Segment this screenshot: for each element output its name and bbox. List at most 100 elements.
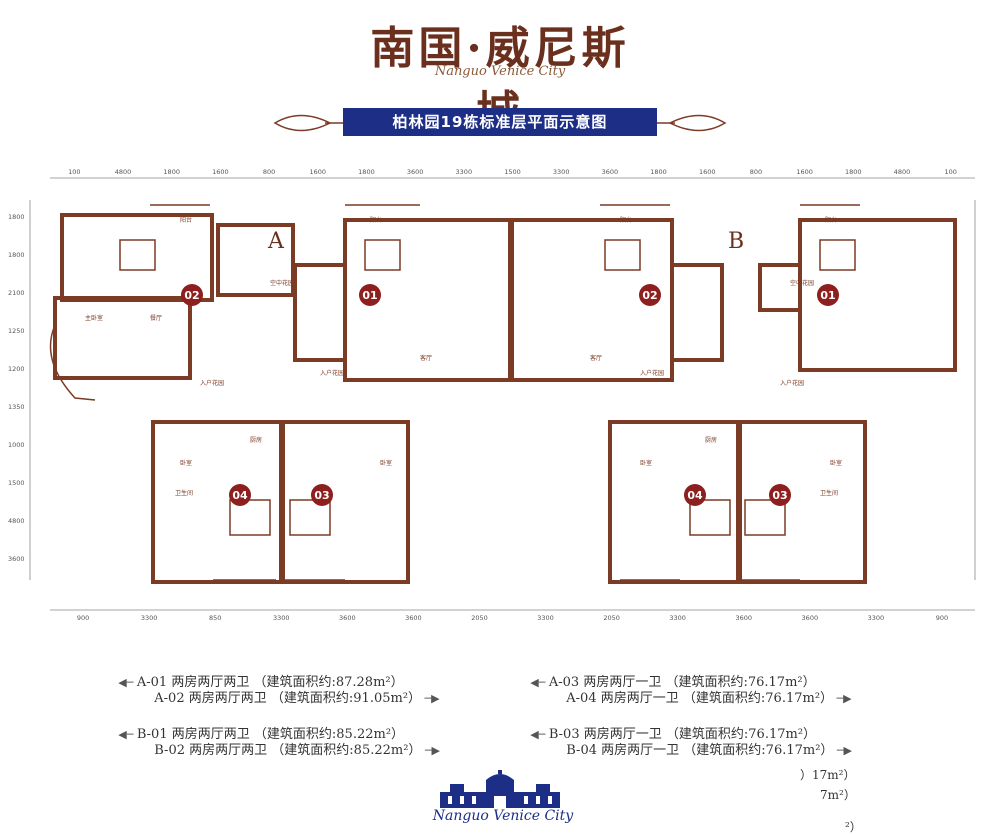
top-dim-label: 1800 (845, 168, 862, 176)
bottom-dim-label: 3300 (141, 614, 158, 620)
legend-b04: B-04 两房两厅一卫 （建筑面积约:76.17m²） ─▶ (566, 743, 853, 758)
top-dim-label: 1800 (163, 168, 180, 176)
svg-text:入户花园: 入户花园 (320, 369, 344, 377)
banner-title: 柏林园19栋标准层平面示意图 (343, 108, 657, 136)
stair-a (293, 263, 347, 362)
top-dim-label: 800 (263, 168, 275, 176)
left-dim-label: 4800 (8, 517, 25, 525)
left-dim-label: 1800 (8, 213, 25, 221)
legend-b03: ◀─ B-03 两房两厅一卫 （建筑面积约:76.17m²） (530, 727, 817, 742)
banner-ornament (273, 114, 727, 132)
bottom-dim-label: 3300 (537, 614, 554, 620)
core-a (216, 223, 295, 297)
unit-a04 (151, 420, 283, 584)
svg-text:入户花园: 入户花园 (640, 369, 664, 377)
legend-a02: A-02 两房两厅两卫 （建筑面积约:91.05m²） ─▶ (154, 691, 440, 706)
bottom-dim-label: 3300 (868, 614, 885, 620)
bottom-dim-label: 3600 (405, 614, 422, 620)
badge-b03: 03 (772, 489, 787, 502)
left-dim-label: 2100 (8, 289, 25, 297)
top-dim-label: 100 (944, 168, 956, 176)
badge-a02: 02 (184, 289, 199, 302)
bay-window-a (49, 324, 96, 401)
badge-b02: 02 (642, 289, 657, 302)
partial-text-1: ）17m²） (800, 768, 856, 782)
svg-text:卧室: 卧室 (180, 459, 192, 467)
unit-a02-bottom (53, 296, 192, 380)
left-dim-label: 1250 (8, 327, 25, 335)
svg-text:阳台: 阳台 (180, 216, 192, 224)
top-dim-label: 1600 (699, 168, 716, 176)
top-dim-label: 1600 (212, 168, 229, 176)
castle-logo (440, 770, 560, 808)
bottom-dim-label: 3300 (669, 614, 686, 620)
logo-subtitle: Nanguo Venice City (434, 64, 566, 79)
bottom-dim-label: 3600 (735, 614, 752, 620)
legend-b01: ◀─ B-01 两房两厅两卫 （建筑面积约:85.22m²） (118, 727, 405, 742)
badge-a04: 04 (232, 489, 248, 502)
top-dim-label: 4800 (115, 168, 132, 176)
left-dim-label: 1200 (8, 365, 25, 373)
svg-text:主卧室: 主卧室 (85, 314, 103, 322)
top-dim-label: 3600 (602, 168, 619, 176)
svg-text:卫生间: 卫生间 (175, 489, 193, 497)
top-dim-label: 800 (750, 168, 762, 176)
left-dim-label: 1800 (8, 251, 25, 259)
svg-text:卧室: 卧室 (640, 459, 652, 467)
unit-b01 (798, 218, 957, 372)
svg-text:阳台: 阳台 (370, 216, 382, 224)
svg-text:卫生间: 卫生间 (820, 489, 838, 497)
unit-b04 (608, 420, 740, 584)
unit-b03 (738, 420, 867, 584)
bottom-dim-label: 900 (77, 614, 89, 620)
svg-text:餐厅: 餐厅 (150, 314, 162, 322)
unit-a03 (281, 420, 410, 584)
top-dim-label: 100 (68, 168, 80, 176)
left-dim-label: 3600 (8, 555, 25, 563)
badge-b04: 04 (687, 489, 703, 502)
building-label-a: A (267, 229, 285, 254)
svg-text:阳台: 阳台 (825, 216, 837, 224)
legend-a01: ◀─ A-01 两房两厅两卫 （建筑面积约:87.28m²） (118, 675, 404, 690)
svg-text:卧室: 卧室 (830, 459, 842, 467)
badge-a03: 03 (314, 489, 329, 502)
top-dim-label: 3600 (407, 168, 424, 176)
legend-a03: ◀─ A-03 两房两厅一卫 （建筑面积约:76.17m²） (530, 675, 816, 690)
bottom-dim-label: 2050 (603, 614, 620, 620)
top-dim-label: 1600 (309, 168, 326, 176)
partial-text-3: ²） (845, 820, 862, 834)
svg-text:卧室: 卧室 (380, 459, 392, 467)
core-b (758, 263, 802, 312)
svg-text:空中花园: 空中花园 (790, 279, 814, 287)
top-dim-label: 1500 (504, 168, 521, 176)
bottom-dim-label: 3300 (273, 614, 290, 620)
svg-text:客厅: 客厅 (590, 354, 602, 362)
legend-b02: B-02 两房两厅两卫 （建筑面积约:85.22m²） ─▶ (154, 743, 441, 758)
svg-text:阳台: 阳台 (620, 216, 632, 224)
bottom-dim-label: 3600 (339, 614, 356, 620)
top-dim-label: 1600 (796, 168, 813, 176)
top-dim-label: 4800 (894, 168, 911, 176)
legend-a04: A-04 两房两厅一卫 （建筑面积约:76.17m²） ─▶ (566, 691, 852, 706)
top-dim-label: 3300 (456, 168, 473, 176)
bottom-dim-label: 850 (209, 614, 221, 620)
left-dim-label: 1350 (8, 403, 25, 411)
top-dim-label: 1800 (358, 168, 375, 176)
bottom-dim-label: 3600 (802, 614, 819, 620)
top-dim-label: 3300 (553, 168, 570, 176)
bottom-dim-label: 2050 (471, 614, 488, 620)
stair-b (670, 263, 724, 362)
badge-a01: 01 (362, 289, 377, 302)
svg-text:厨房: 厨房 (250, 436, 262, 444)
building-label-b: B (728, 229, 744, 254)
svg-text:客厅: 客厅 (420, 354, 432, 362)
floor-plan: 阳台 阳台 阳台 阳台 主卧室 餐厅 空中花园 空中花园 入户花园 入户花园 入… (8, 168, 976, 620)
svg-text:空中花园: 空中花园 (270, 279, 294, 287)
top-dim-label: 1800 (650, 168, 667, 176)
svg-text:厨房: 厨房 (705, 436, 717, 444)
left-dim-label: 1500 (8, 479, 25, 487)
svg-text:入户花园: 入户花园 (780, 379, 804, 387)
partial-text-2: 7m²） (820, 788, 856, 802)
badge-b01: 01 (820, 289, 835, 302)
left-dim-label: 1000 (8, 441, 25, 449)
